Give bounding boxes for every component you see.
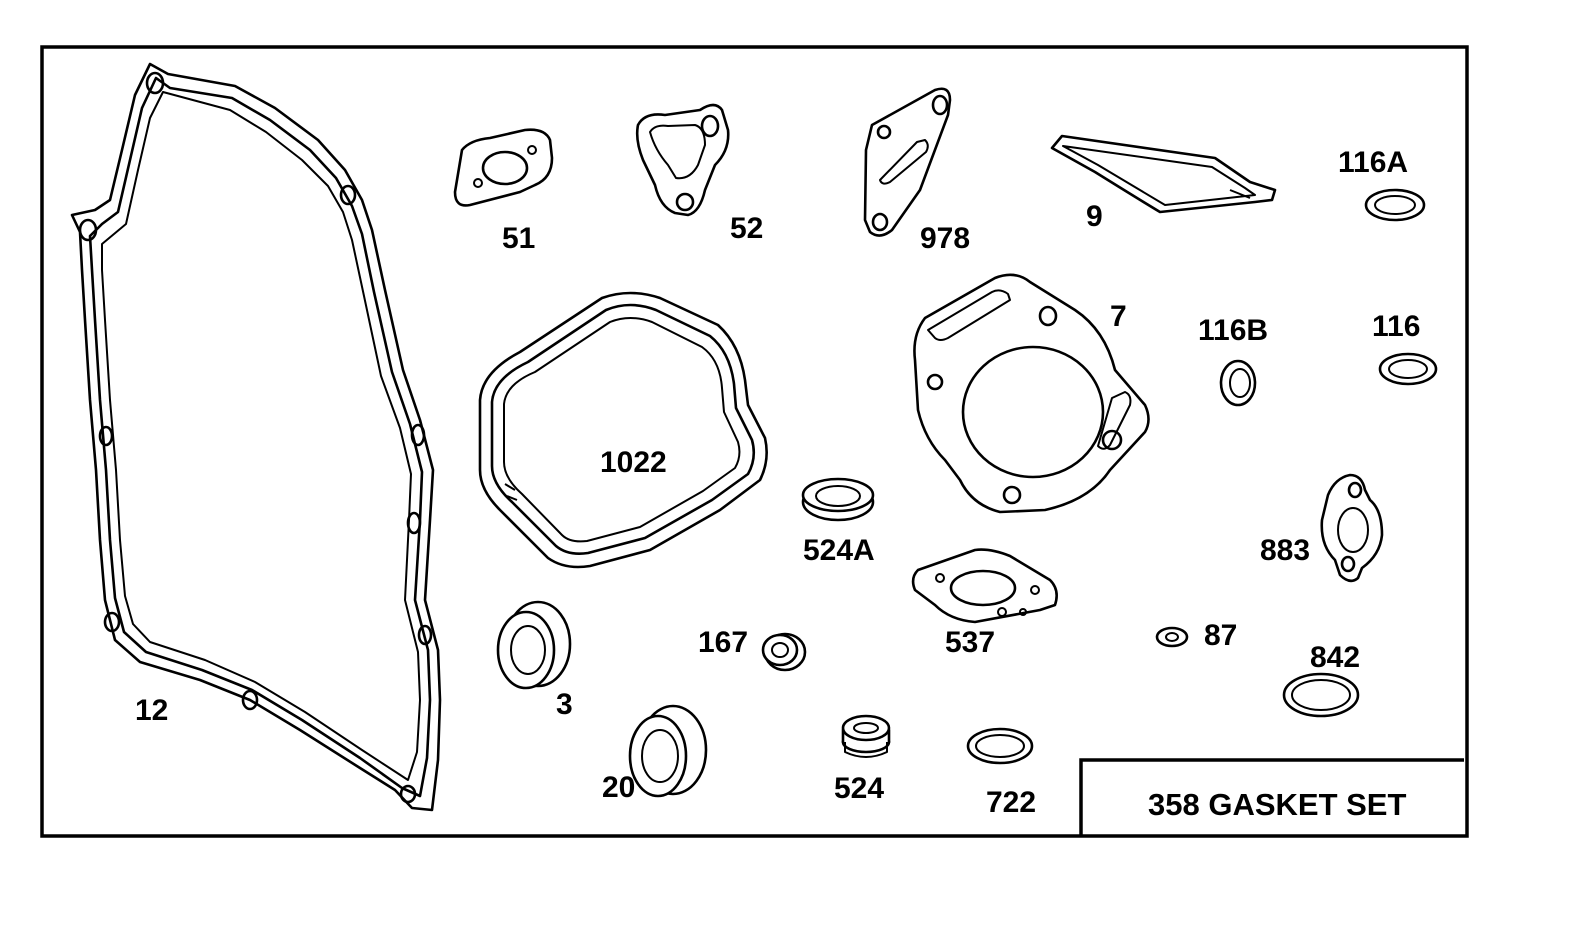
part-12-crankcase-gasket [70, 62, 442, 812]
part-167-seal [761, 632, 807, 672]
gasket-set-title: 358 GASKET SET [1148, 787, 1406, 822]
part-9-gasket [1050, 134, 1277, 214]
part-116B-seal [1219, 359, 1257, 407]
part-116-o-ring [1378, 352, 1438, 386]
part-883-gasket [1320, 473, 1384, 583]
title-box: 358 GASKET SET [1079, 758, 1464, 836]
part-842-o-ring [1282, 672, 1360, 718]
part-51-carburetor-gasket [453, 128, 554, 207]
part-7-head-gasket [913, 273, 1150, 514]
part-116A-o-ring [1364, 188, 1426, 222]
part-20-oil-seal [628, 704, 708, 798]
part-524-valve-seal [841, 714, 891, 758]
label-116B: 116B [1198, 314, 1268, 347]
label-3: 3 [556, 688, 573, 721]
label-20: 20 [602, 771, 635, 804]
label-116A: 116A [1338, 146, 1408, 179]
part-87-washer [1155, 626, 1189, 648]
diagram-frame [40, 45, 1469, 838]
part-1022-valve-cover-gasket [478, 291, 768, 569]
label-978: 978 [920, 222, 970, 255]
label-7: 7 [1110, 300, 1127, 333]
part-722-o-ring [966, 727, 1034, 765]
label-524: 524 [834, 772, 884, 805]
part-537-gasket [911, 548, 1058, 624]
label-12: 12 [135, 694, 168, 727]
part-52-gasket [635, 103, 730, 217]
label-9: 9 [1086, 200, 1103, 233]
label-524A: 524A [803, 534, 875, 567]
label-883: 883 [1260, 534, 1310, 567]
part-3-oil-seal [496, 600, 572, 690]
part-labels: 51 52 978 9 116A 7 116B 116 1022 524A 88… [135, 146, 1420, 819]
label-51: 51 [502, 222, 535, 255]
label-52: 52 [730, 212, 763, 245]
label-1022: 1022 [600, 446, 667, 479]
label-842: 842 [1310, 641, 1360, 674]
label-722: 722 [986, 786, 1036, 819]
part-524A-seal [801, 477, 875, 522]
label-87: 87 [1204, 619, 1237, 652]
part-978-gasket [863, 87, 952, 237]
label-167: 167 [698, 626, 748, 659]
label-116: 116 [1372, 310, 1420, 343]
label-537: 537 [945, 626, 995, 659]
